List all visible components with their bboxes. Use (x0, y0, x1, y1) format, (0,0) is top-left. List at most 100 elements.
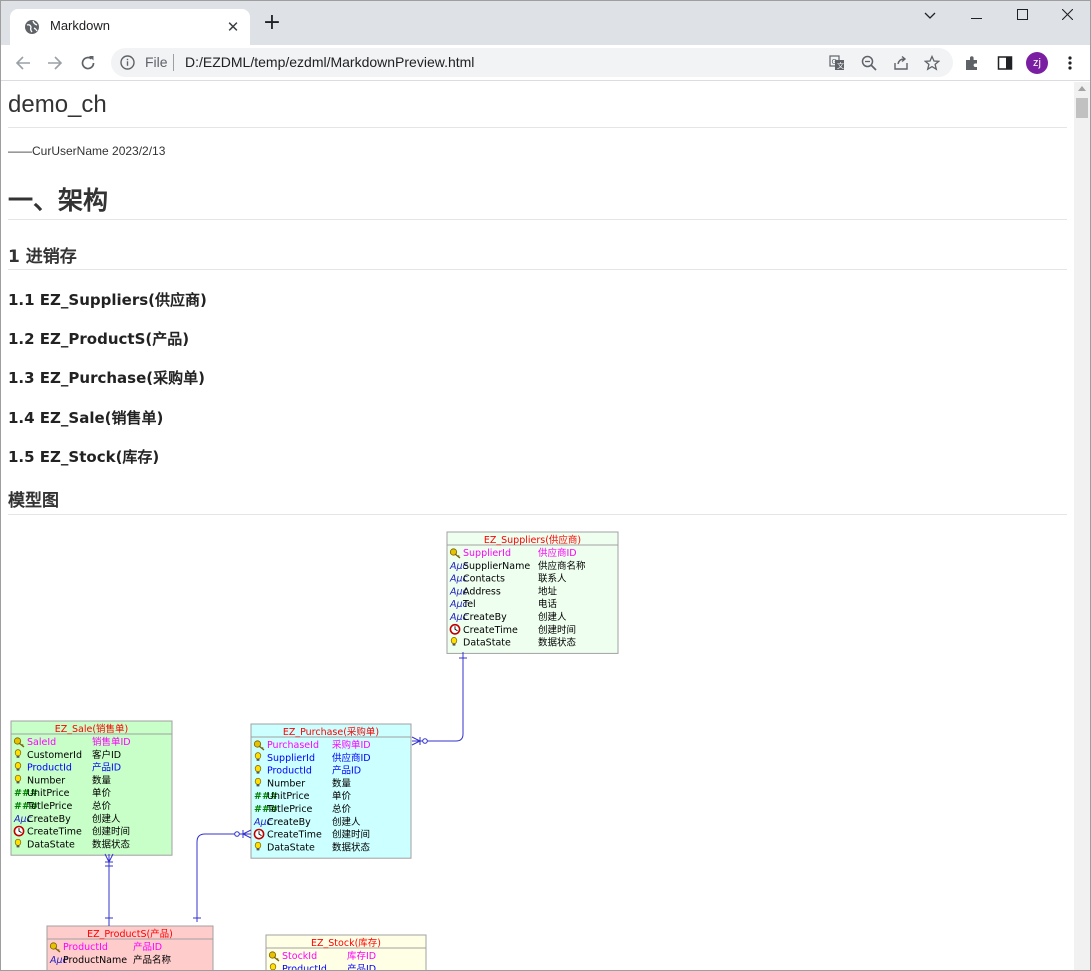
field-label: 采购单ID (332, 739, 371, 751)
clock-icon (449, 623, 461, 635)
close-window-button[interactable] (1044, 1, 1090, 31)
field-name: ProductId (63, 942, 108, 953)
field-label: 创建人 (92, 813, 121, 825)
back-button[interactable] (11, 51, 35, 75)
field-name: Address (463, 586, 501, 597)
field-name: DataState (267, 842, 315, 853)
field-name: CreateBy (267, 817, 311, 828)
vertical-scrollbar[interactable] (1074, 82, 1090, 970)
field-name: CreateTime (463, 625, 518, 636)
field-name: CustomerId (27, 750, 82, 761)
clock-icon (13, 825, 25, 837)
num-hash-icon: ### (14, 801, 38, 812)
field-label: 电话 (538, 598, 558, 610)
page-content: demo_ch ——CurUserName 2023/2/13 一、架构 1 进… (1, 82, 1074, 971)
doc-title: demo_ch (8, 91, 107, 118)
svg-text:Aµc: Aµc (449, 612, 469, 623)
profile-avatar[interactable]: zj (1026, 52, 1048, 74)
entity-title: EZ_ProductS(产品) (87, 928, 173, 940)
field-label: 供应商ID (332, 752, 371, 764)
table-heading-stock: 1.5 EZ_Stock(库存) (8, 448, 160, 466)
field-label: 创建时间 (92, 826, 130, 838)
reload-button[interactable] (76, 51, 100, 75)
field-label: 联系人 (538, 574, 567, 585)
site-info-icon[interactable] (120, 55, 135, 74)
field-label: 数量 (332, 777, 352, 789)
num-hash-icon: ### (254, 791, 278, 802)
field-label: 产品ID (133, 941, 162, 953)
tab-strip: Markdown ✕ + (1, 1, 1090, 45)
side-panel-icon[interactable] (993, 51, 1017, 75)
field-label: 数据状态 (332, 841, 371, 853)
field-name: ProductId (267, 766, 312, 777)
field-name: CreateTime (27, 827, 82, 838)
field-name: UnitPrice (267, 791, 310, 802)
num-hash-icon: ### (254, 804, 278, 815)
table-heading-sale: 1.4 EZ_Sale(销售单) (8, 409, 164, 427)
field-name: Number (27, 775, 65, 786)
svg-text:G: G (832, 58, 837, 66)
doc-subtitle: ——CurUserName 2023/2/13 (8, 144, 166, 158)
close-tab-icon[interactable]: ✕ (226, 18, 240, 36)
bulb-icon (254, 752, 262, 761)
field-name: SaleId (27, 737, 56, 748)
text-abc-icon: Aµc (49, 955, 69, 966)
field-name: UnitPrice (27, 788, 70, 799)
entity-title: EZ_Suppliers(供应商) (484, 534, 581, 546)
url-text[interactable]: D:/EZDML/temp/ezdml/MarkdownPreview.html (185, 54, 475, 70)
url-separator (173, 54, 174, 71)
field-name: DataState (27, 839, 75, 850)
pk-key-icon (253, 740, 265, 751)
field-label: 产品ID (332, 765, 361, 777)
entity-title: EZ_Sale(销售单) (55, 723, 129, 735)
svg-text:文: 文 (837, 61, 844, 70)
field-name: CreateTime (267, 830, 322, 841)
field-name: SupplierName (463, 561, 530, 572)
pk-key-icon (449, 548, 461, 559)
address-bar[interactable]: File D:/EZDML/temp/ezdml/MarkdownPreview… (111, 48, 953, 77)
entity-products[interactable]: EZ_ProductS(产品) ProductId 产品ID AµcProductNa… (46, 925, 214, 971)
forward-button[interactable] (43, 51, 67, 75)
minimize-button[interactable] (953, 1, 999, 31)
svg-text:Aµc: Aµc (253, 817, 273, 828)
section-divider (8, 219, 1067, 220)
bulb-icon (254, 841, 262, 851)
maximize-button[interactable] (999, 1, 1045, 31)
new-tab-button[interactable]: + (262, 10, 282, 35)
share-icon[interactable] (891, 53, 911, 73)
extensions-icon[interactable] (960, 51, 984, 75)
field-label: 库存ID (347, 950, 376, 962)
entity-title: EZ_Stock(库存) (311, 937, 381, 949)
tab-search-icon[interactable] (907, 1, 953, 31)
title-divider (8, 127, 1067, 128)
bookmark-star-icon[interactable] (922, 53, 942, 73)
zoom-icon[interactable] (859, 53, 879, 73)
field-name: CreateBy (27, 814, 71, 825)
svg-text:Aµc: Aµc (449, 574, 469, 585)
scroll-thumb[interactable] (1076, 98, 1088, 118)
tab-markdown[interactable]: Markdown ✕ (10, 9, 250, 45)
text-abc-icon: Aµc (449, 612, 469, 623)
field-row: DataState 数据状态 (254, 841, 371, 853)
bulb-icon (14, 774, 22, 784)
pk-key-icon (268, 951, 280, 962)
field-name: ProductName (63, 955, 127, 966)
num-hash-icon: ### (14, 788, 38, 799)
scroll-up-arrow-icon[interactable] (1078, 86, 1086, 91)
field-label: 客户ID (92, 749, 121, 761)
pk-key-icon (13, 737, 25, 748)
field-name: ProductId (282, 964, 327, 971)
svg-text:Aµc: Aµc (449, 599, 469, 610)
menu-kebab-icon[interactable] (1058, 51, 1082, 75)
tab-title: Markdown (50, 18, 110, 33)
